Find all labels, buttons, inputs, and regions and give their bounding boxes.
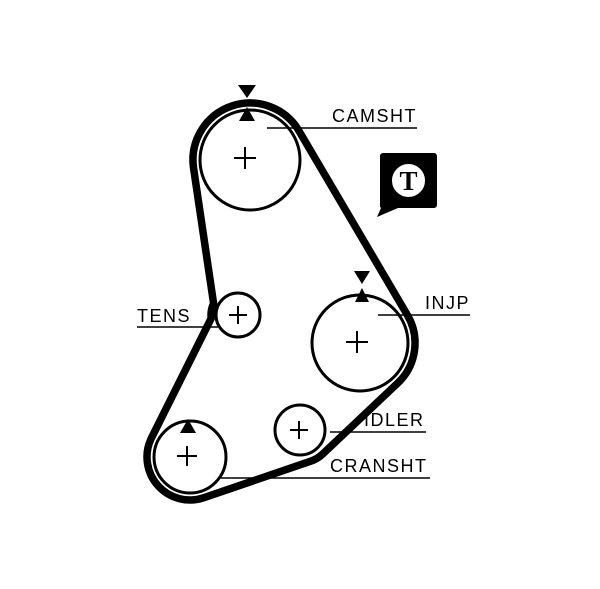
crankshaft-mark-up-icon [180,419,196,433]
injection-pump-plus-icon [346,331,368,353]
t-marker-badge: T [377,153,437,217]
camshaft-label: CAMSHT [332,106,417,126]
t-marker-circle [391,163,426,198]
camshaft-mark-down-icon [238,85,256,98]
t-marker-letter: T [399,166,417,196]
belt-path [143,99,419,504]
camshaft-plus-icon [234,147,256,169]
idler-plus-icon [290,421,308,439]
crankshaft-label: CRANSHT [330,456,428,476]
injection-pump-mark-down-icon [354,271,370,284]
camshaft-pulley [198,108,302,212]
injection-pump-mark-up-icon [355,288,369,302]
crankshaft-plus-icon [177,446,197,466]
idler-label: IDLER [364,410,425,430]
camshaft-mark-up-icon [239,107,255,121]
tensioner-plus-icon [229,306,247,324]
tensioner-label: TENS [137,306,191,326]
injection-pump-label: INJP [425,293,470,313]
